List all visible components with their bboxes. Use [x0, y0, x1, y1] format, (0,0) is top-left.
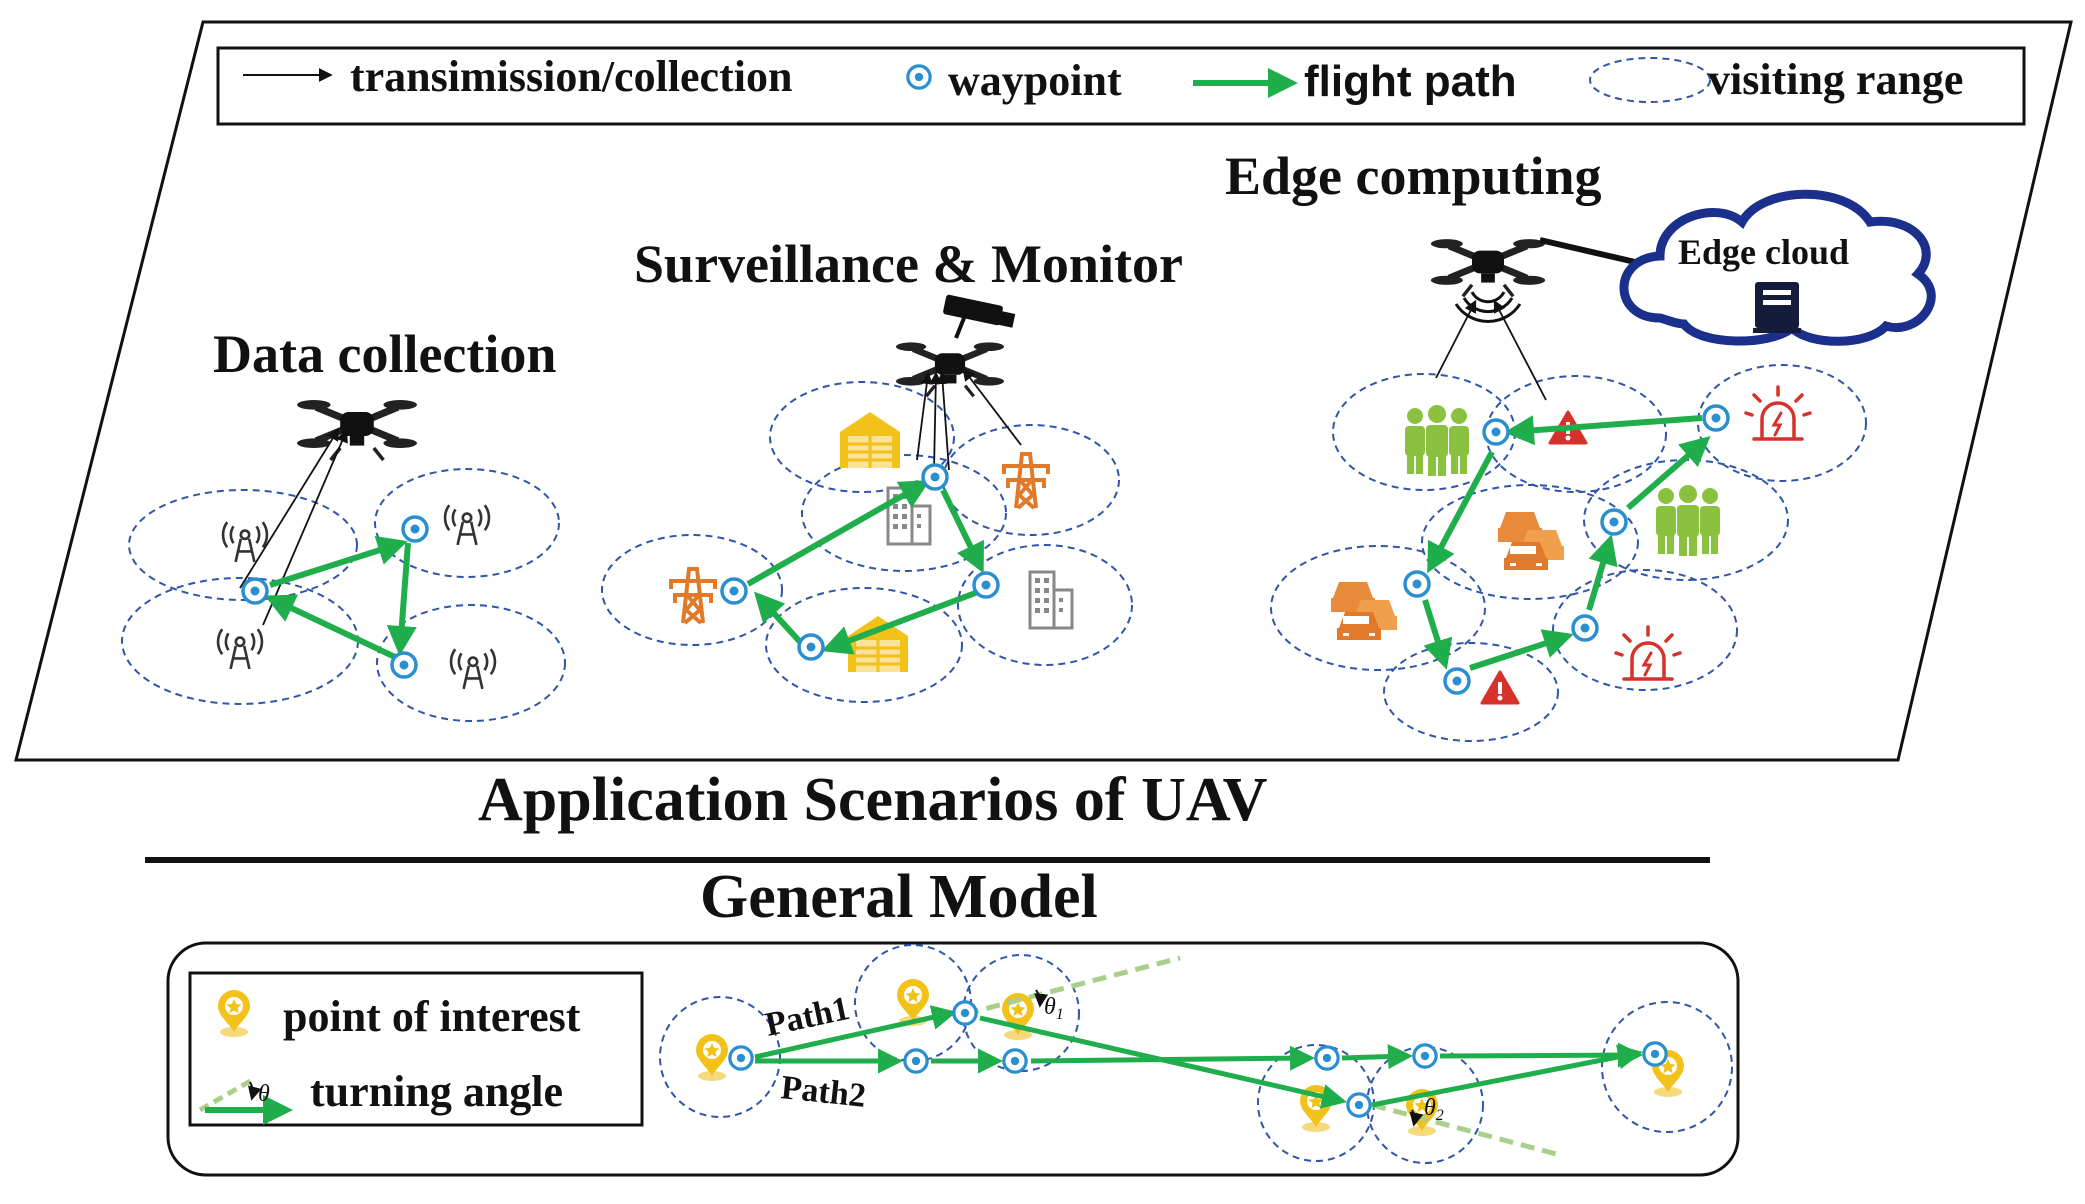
server-icon	[1753, 282, 1801, 333]
waypoint-icon	[241, 577, 269, 605]
waypoint-icon	[1403, 570, 1431, 598]
bottom-legend: point of interest θ turning angle	[188, 971, 644, 1127]
camera-icon	[943, 294, 1016, 339]
poi-icon	[696, 1034, 728, 1081]
legend-flight-path-label: flight path	[1304, 57, 1517, 106]
legend-poi-label: point of interest	[283, 992, 581, 1041]
scenario-panel	[14, 20, 2073, 762]
waypoint-icon	[1346, 1092, 1372, 1118]
waypoint-icon	[1702, 404, 1730, 432]
surveillance-title: Surveillance & Monitor	[634, 234, 1183, 294]
waypoint-icon	[1600, 508, 1628, 536]
edge-cloud: Edge cloud	[1619, 189, 1936, 346]
legend-theta-symbol: θ	[258, 1081, 270, 1107]
turning-angle-guide	[964, 955, 1181, 1017]
waypoint-icon	[1412, 1043, 1438, 1069]
waypoint-icon	[728, 1045, 754, 1071]
waypoint-icon	[1002, 1048, 1028, 1074]
waypoint-icon	[720, 577, 748, 605]
waypoint-icon	[401, 515, 429, 543]
legend-waypoint-label: waypoint	[948, 56, 1122, 105]
edge-computing-title: Edge computing	[1225, 146, 1602, 206]
waypoint-icon	[952, 1000, 978, 1026]
general-model-title: General Model	[700, 863, 1098, 931]
legend-transmission-label: transimission/collection	[350, 52, 792, 101]
turning-angle-guide	[1371, 1102, 1561, 1158]
waypoint-icon	[797, 633, 825, 661]
waypoint-icon	[972, 571, 1000, 599]
waypoint-icon	[1314, 1045, 1340, 1071]
legend-turning-angle-label: turning angle	[310, 1067, 563, 1116]
waypoint-icon	[1482, 418, 1510, 446]
theta2-label: θ2	[1424, 1095, 1444, 1124]
visiting-range-icon	[1589, 57, 1711, 103]
edge-cloud-label: Edge cloud	[1678, 232, 1849, 272]
theta1-label: θ1	[1044, 994, 1064, 1023]
data-collection-title: Data collection	[213, 324, 556, 384]
turning-angle-dash-sample	[198, 1077, 254, 1113]
poi-icon	[218, 990, 250, 1037]
general-model-diagram: Path1 Path2 θ1 θ2	[659, 944, 1733, 1164]
surveillance-scenario: Surveillance & Monitor	[601, 234, 1183, 703]
cloud-link	[1539, 237, 1636, 265]
waypoint-icon	[903, 1048, 929, 1074]
legend-visiting-range-label: visiting range	[1708, 55, 1963, 104]
edge-computing-scenario: Edge computing Edge cloud	[1225, 146, 1936, 742]
waypoint-icon	[906, 64, 932, 90]
data-collection-scenario: Data collection	[121, 324, 566, 722]
top-legend: transimission/collection waypoint flight…	[216, 46, 2026, 126]
main-title: Application Scenarios of UAV	[478, 766, 1268, 834]
path2-label: Path2	[779, 1069, 867, 1115]
waypoint-icon	[1571, 614, 1599, 642]
waypoint-icon	[1642, 1041, 1668, 1067]
waypoint-icon	[1443, 667, 1471, 695]
waypoint-icon	[921, 463, 949, 491]
waypoint-icon	[390, 651, 418, 679]
